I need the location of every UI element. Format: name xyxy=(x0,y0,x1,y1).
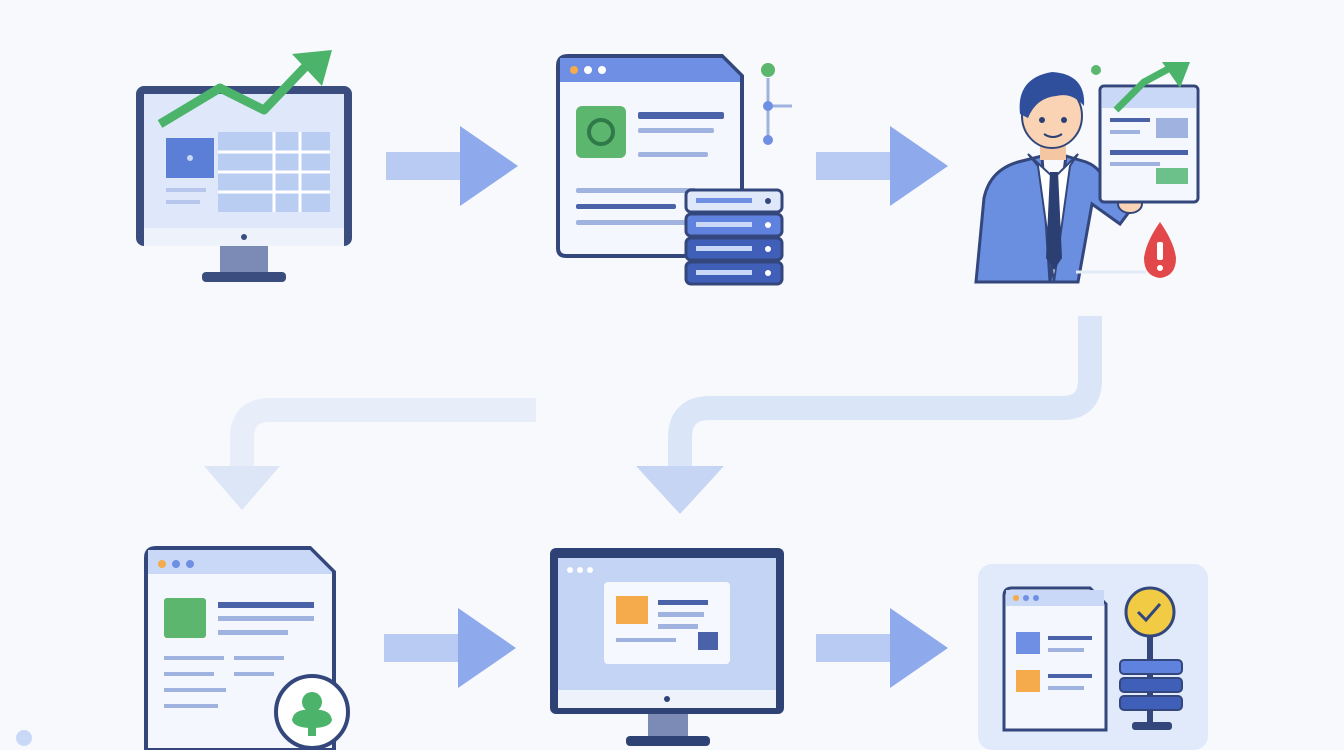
elbow-connector-to-dashboard xyxy=(636,316,1102,514)
person-presenting-report-icon xyxy=(974,62,1200,284)
growth-chart-monitor-icon xyxy=(136,50,352,282)
server-window-icon xyxy=(556,54,792,286)
user-profile-window-icon xyxy=(144,546,350,750)
faded-elbow-connector-to-profile xyxy=(204,398,536,510)
arrow-right-4 xyxy=(816,608,948,688)
corner-dot-decoration xyxy=(16,730,32,746)
arrow-right-3 xyxy=(384,608,516,688)
arrow-right-2 xyxy=(816,126,948,206)
dashboard-monitor-icon xyxy=(550,548,784,746)
arrow-right-1 xyxy=(386,126,518,206)
checkmark-server-panel-icon xyxy=(978,564,1208,750)
